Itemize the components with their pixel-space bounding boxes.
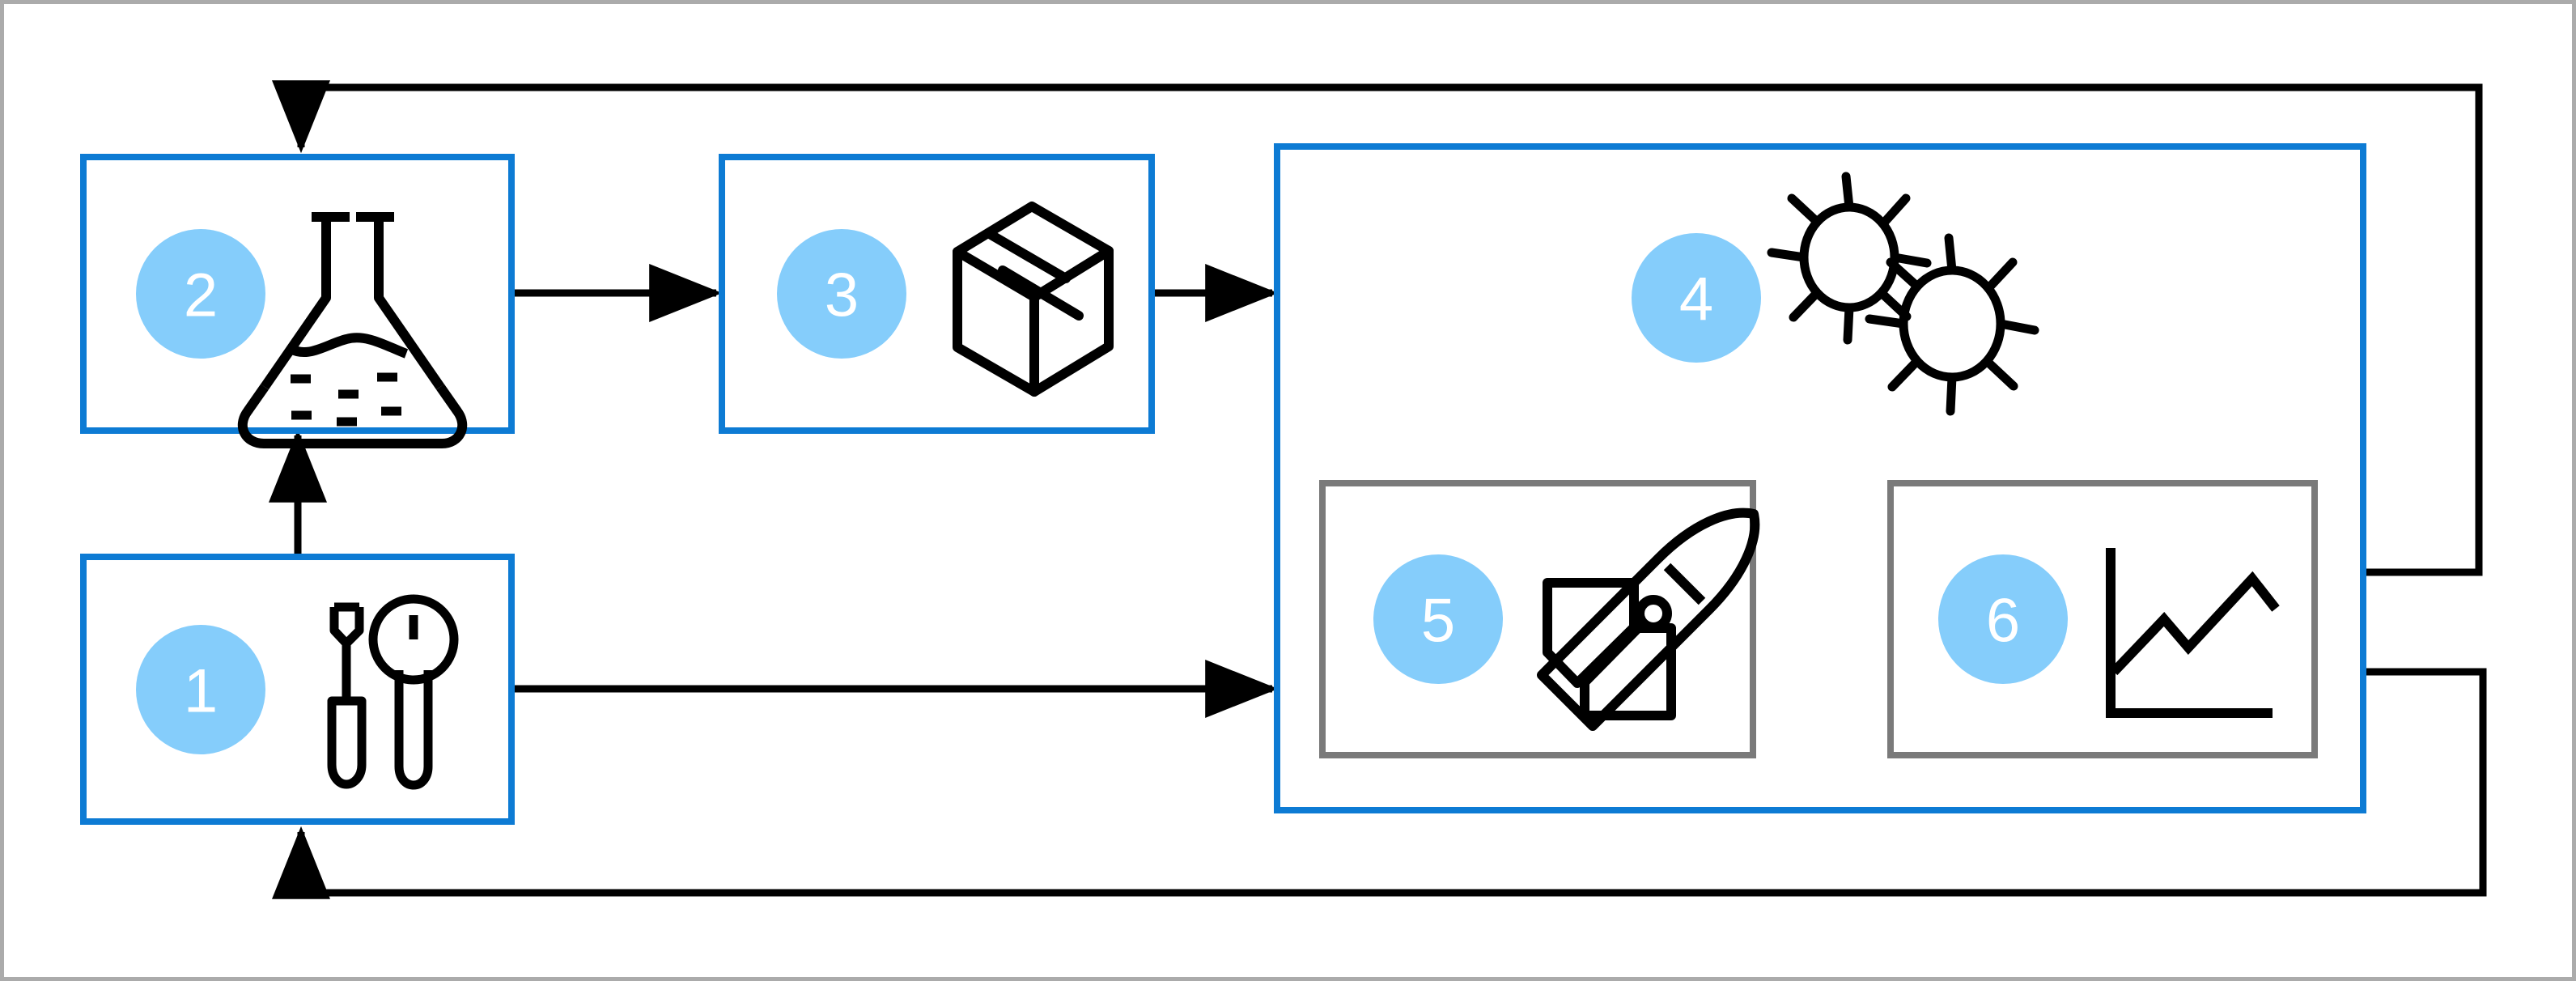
- rocket-icon: [1537, 507, 1760, 731]
- stage-5-badge-label: 5: [1421, 587, 1455, 656]
- stage-2-badge: [136, 229, 265, 359]
- package-box-icon: [953, 202, 1114, 397]
- stage-3-badge-label: 3: [825, 261, 859, 330]
- line-chart-icon: [2106, 548, 2280, 718]
- stage-5-badge: [1373, 554, 1503, 684]
- connector-6-to-1-feedback: [272, 668, 2487, 899]
- connector-6-to-2-feedback: [272, 80, 2483, 576]
- stage-3-group[interactable]: 3: [719, 154, 1155, 434]
- stage-2-badge-label: 2: [184, 261, 218, 330]
- microbes-icon: [1767, 172, 2039, 416]
- stage-6-badge-label: 6: [1986, 587, 2020, 656]
- lab-tools-icon: [327, 594, 459, 790]
- stage-4-badge-label: 4: [1679, 265, 1713, 334]
- stage-6-badge: [1938, 554, 2068, 684]
- erlenmeyer-flask-icon: [237, 212, 468, 448]
- stage-5-group[interactable]: 5: [1319, 480, 1760, 758]
- stage-1-badge-label: 1: [184, 657, 218, 726]
- stage-1-badge: [136, 625, 265, 754]
- stage-4-badge: [1632, 233, 1761, 363]
- stage-6-group[interactable]: 6: [1887, 480, 2318, 758]
- stage-3-badge: [777, 229, 906, 359]
- stage-2-group[interactable]: 2: [80, 154, 515, 448]
- stage-1-group[interactable]: 1: [80, 554, 515, 825]
